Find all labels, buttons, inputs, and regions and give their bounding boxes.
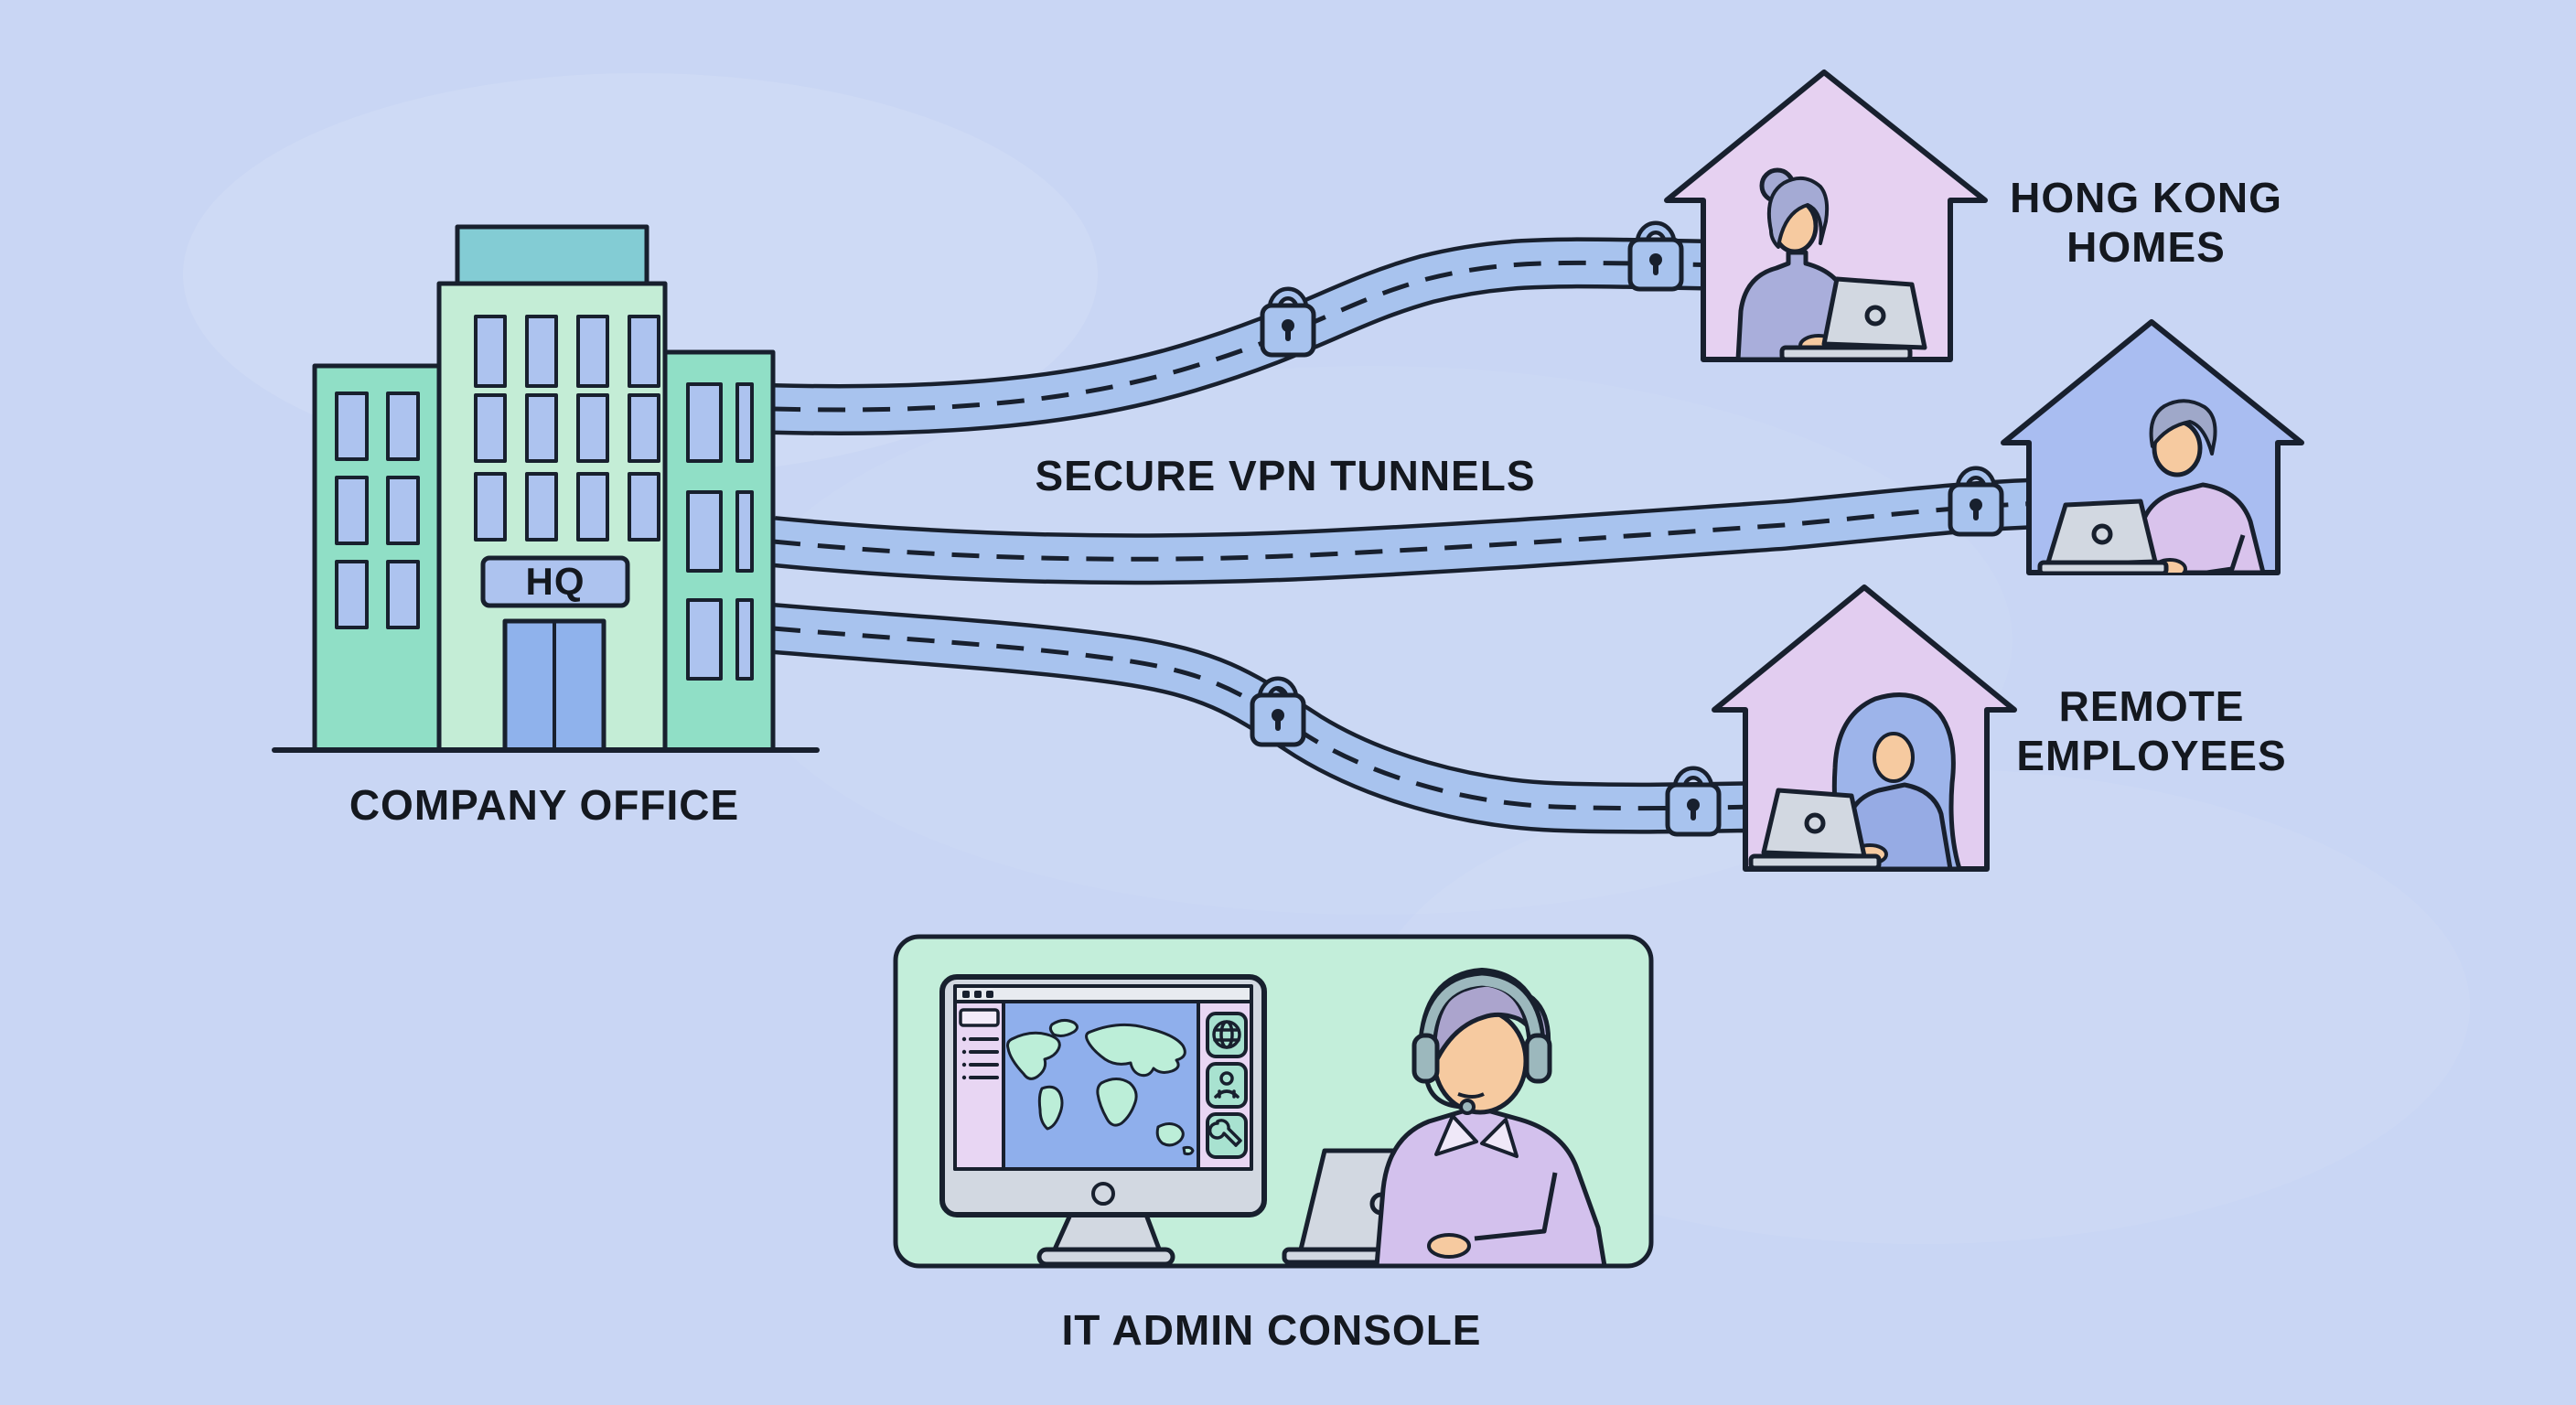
laptop-logo xyxy=(1864,305,1886,327)
tunnel-locks xyxy=(1250,220,2004,837)
laptop-logo xyxy=(2091,523,2113,545)
it-admin-console-label: IT ADMIN CONSOLE xyxy=(1062,1306,1482,1354)
user-icon xyxy=(1214,1071,1240,1099)
lock-icon xyxy=(1627,220,1684,292)
sidebar-menu-items[interactable] xyxy=(961,1036,999,1080)
worker-arm xyxy=(2180,534,2246,573)
laptop-base xyxy=(1779,345,1913,359)
laptop-screen xyxy=(2045,499,2158,568)
headset-icon xyxy=(1411,968,1552,1115)
worker-head xyxy=(1873,732,1915,783)
monitor-icon xyxy=(939,974,1267,1266)
tunnel-dashed-line xyxy=(772,626,1762,811)
it-admin-person xyxy=(1374,968,1607,1266)
house-hong-kong-1 xyxy=(1664,70,1988,362)
headset-mic xyxy=(1459,1099,1476,1115)
wrench-icon xyxy=(1208,1119,1242,1147)
building-left-wing xyxy=(312,363,445,753)
laptop-logo xyxy=(1804,812,1826,834)
laptop-screen xyxy=(1761,788,1867,859)
right-wing-windows xyxy=(686,382,754,681)
headset-earcup-right xyxy=(1524,1033,1552,1084)
remote-worker-2 xyxy=(2037,399,2266,573)
remote-worker-1 xyxy=(1735,167,1927,359)
hq-sign xyxy=(480,555,630,608)
building-roof-block xyxy=(455,224,649,286)
sidebar-search-box[interactable] xyxy=(959,1008,1000,1027)
left-wing-windows xyxy=(335,391,420,629)
worker-hair xyxy=(2149,399,2217,456)
continent-north-america xyxy=(1006,1031,1061,1080)
continent-greenland xyxy=(1048,1018,1079,1037)
continent-australia xyxy=(1155,1122,1185,1147)
laptop-base xyxy=(1748,853,1882,869)
remote-employees-label-line2: EMPLOYEES xyxy=(2016,732,2286,779)
company-office-building xyxy=(272,224,820,753)
vpn-tunnel-2 xyxy=(770,477,2050,585)
monitor-button xyxy=(1091,1182,1115,1206)
world-map xyxy=(1002,1000,1200,1171)
continent-africa xyxy=(1096,1078,1138,1127)
continent-island xyxy=(1182,1145,1195,1156)
company-office-label: COMPANY OFFICE xyxy=(349,781,739,829)
lock-icon xyxy=(1260,286,1316,358)
lock-icon xyxy=(1250,676,1306,747)
lock-icon xyxy=(1948,466,2004,537)
admin-arm xyxy=(1474,1172,1558,1241)
hq-sign-label: HQ xyxy=(526,560,585,603)
continent-south-america xyxy=(1037,1085,1064,1131)
remote-employees-label-line1: REMOTE xyxy=(2059,682,2245,730)
lock-icon xyxy=(1665,766,1722,837)
tunnel-dashed-line xyxy=(772,500,2050,562)
hong-kong-homes-label-line2: HOMES xyxy=(2066,223,2226,271)
globe-icon xyxy=(1212,1020,1241,1049)
headset-earcup-left xyxy=(1411,1033,1440,1084)
monitor-stand xyxy=(1051,1212,1163,1254)
monitor-base xyxy=(1036,1247,1175,1266)
tunnel-dashed-line xyxy=(772,260,1721,413)
secure-vpn-tunnels-label: SECURE VPN TUNNELS xyxy=(1035,452,1535,499)
worker-hair xyxy=(1766,176,1830,249)
console-sidebar xyxy=(953,1000,1005,1171)
remote-worker-3 xyxy=(1748,692,1962,869)
laptop-screen xyxy=(1821,276,1927,350)
it-admin-console-panel xyxy=(893,934,1654,1269)
browser-dots xyxy=(962,991,993,998)
admin-hand xyxy=(1427,1233,1471,1259)
continent-eurasia xyxy=(1085,1023,1186,1078)
house-remote-employee xyxy=(1712,585,2017,872)
hong-kong-homes-label-line1: HONG KONG xyxy=(2010,174,2282,221)
headset-mic-boom xyxy=(1424,1080,1463,1110)
laptop-base xyxy=(2037,560,2169,573)
admin-collar xyxy=(1434,1114,1519,1158)
house-hong-kong-2 xyxy=(2001,319,2304,575)
vpn-tunnel-3 xyxy=(770,603,1762,834)
admin-chin-line xyxy=(1457,1092,1485,1099)
tower-windows xyxy=(474,315,660,542)
